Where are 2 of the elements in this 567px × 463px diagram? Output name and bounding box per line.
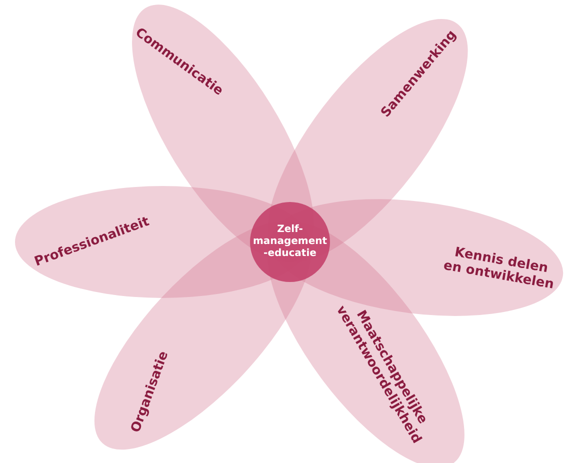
center-label: Zelf- management -educatie <box>252 224 328 260</box>
petal-label: Kennis delen en ontwikkelen <box>442 244 556 292</box>
